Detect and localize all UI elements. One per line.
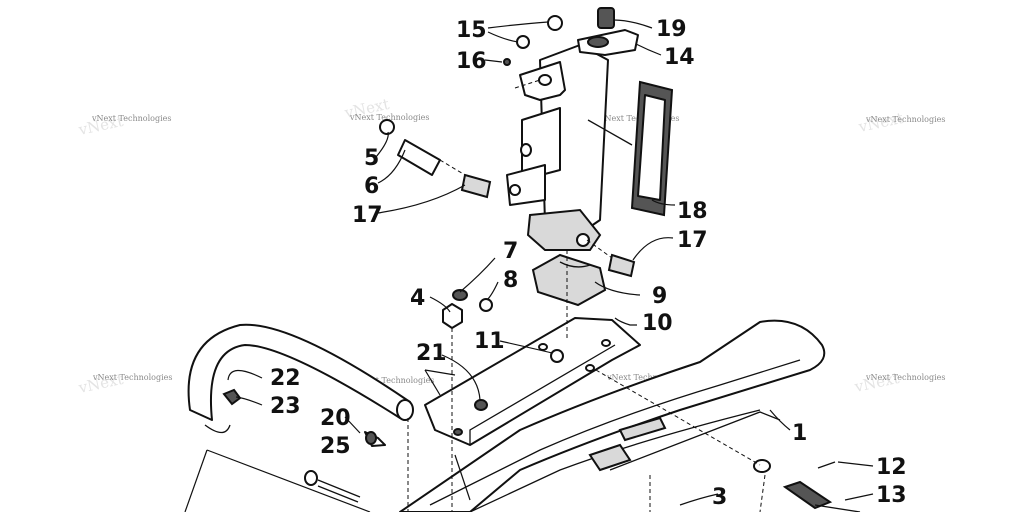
callout-12: 12 — [876, 455, 907, 480]
small-nut-part — [503, 58, 511, 66]
watermark-text: vNext Technologies — [865, 373, 945, 382]
callout-21: 21 — [416, 341, 447, 366]
callout-25: 25 — [320, 434, 351, 459]
bolt-20-part — [364, 431, 386, 447]
callout-22: 22 — [270, 366, 301, 391]
saddle-plate-part — [424, 317, 641, 446]
damper-block-part — [531, 253, 607, 307]
hardware-part — [442, 289, 564, 411]
callout-3: 3 — [712, 485, 727, 510]
leader-lines — [184, 19, 874, 512]
callout-labels: 1 3 4 5 6 7 8 9 10 11 12 13 14 15 16 17 … — [270, 17, 907, 510]
callout-14: 14 — [664, 45, 695, 70]
callout-7: 7 — [503, 239, 518, 264]
callout-4: 4 — [410, 286, 425, 311]
washer-part — [516, 15, 563, 49]
watermark-group: vNext vNext Technologies vNext vNext Tec… — [76, 95, 945, 397]
callout-16: 16 — [456, 49, 487, 74]
watermark-text: vNext Technologies — [349, 113, 429, 122]
ski-part — [399, 319, 826, 512]
bushing-part — [379, 119, 636, 278]
callout-19: 19 — [656, 17, 687, 42]
callout-10: 10 — [642, 311, 673, 336]
callout-13: 13 — [876, 483, 907, 508]
watermark-text: vNext Technologies — [354, 376, 434, 385]
callout-20: 20 — [320, 406, 351, 431]
callout-6: 6 — [364, 174, 379, 199]
watermark-text: vNext Technologies — [606, 373, 686, 382]
steering-arm-part — [577, 29, 639, 56]
callout-17-upper: 17 — [352, 203, 383, 228]
decal-part — [630, 80, 674, 217]
pin-spring-part — [753, 459, 861, 512]
callout-15: 15 — [456, 18, 487, 43]
bolt-25-part — [304, 470, 361, 503]
callout-23: 23 — [270, 394, 301, 419]
watermark-text: vNext Technologies — [92, 373, 172, 382]
watermark-text: vNext Technologies — [865, 115, 945, 124]
watermark-text: vNext Technologies — [91, 114, 171, 123]
spindle-part — [506, 44, 633, 251]
callout-17-lower: 17 — [677, 228, 708, 253]
callout-5: 5 — [364, 146, 379, 171]
callout-11: 11 — [474, 329, 505, 354]
callout-1: 1 — [792, 421, 807, 446]
ski-loop-part — [187, 323, 414, 434]
callout-18: 18 — [677, 199, 708, 224]
callout-9: 9 — [652, 284, 667, 309]
cap-part — [597, 7, 615, 29]
callout-8: 8 — [503, 268, 518, 293]
